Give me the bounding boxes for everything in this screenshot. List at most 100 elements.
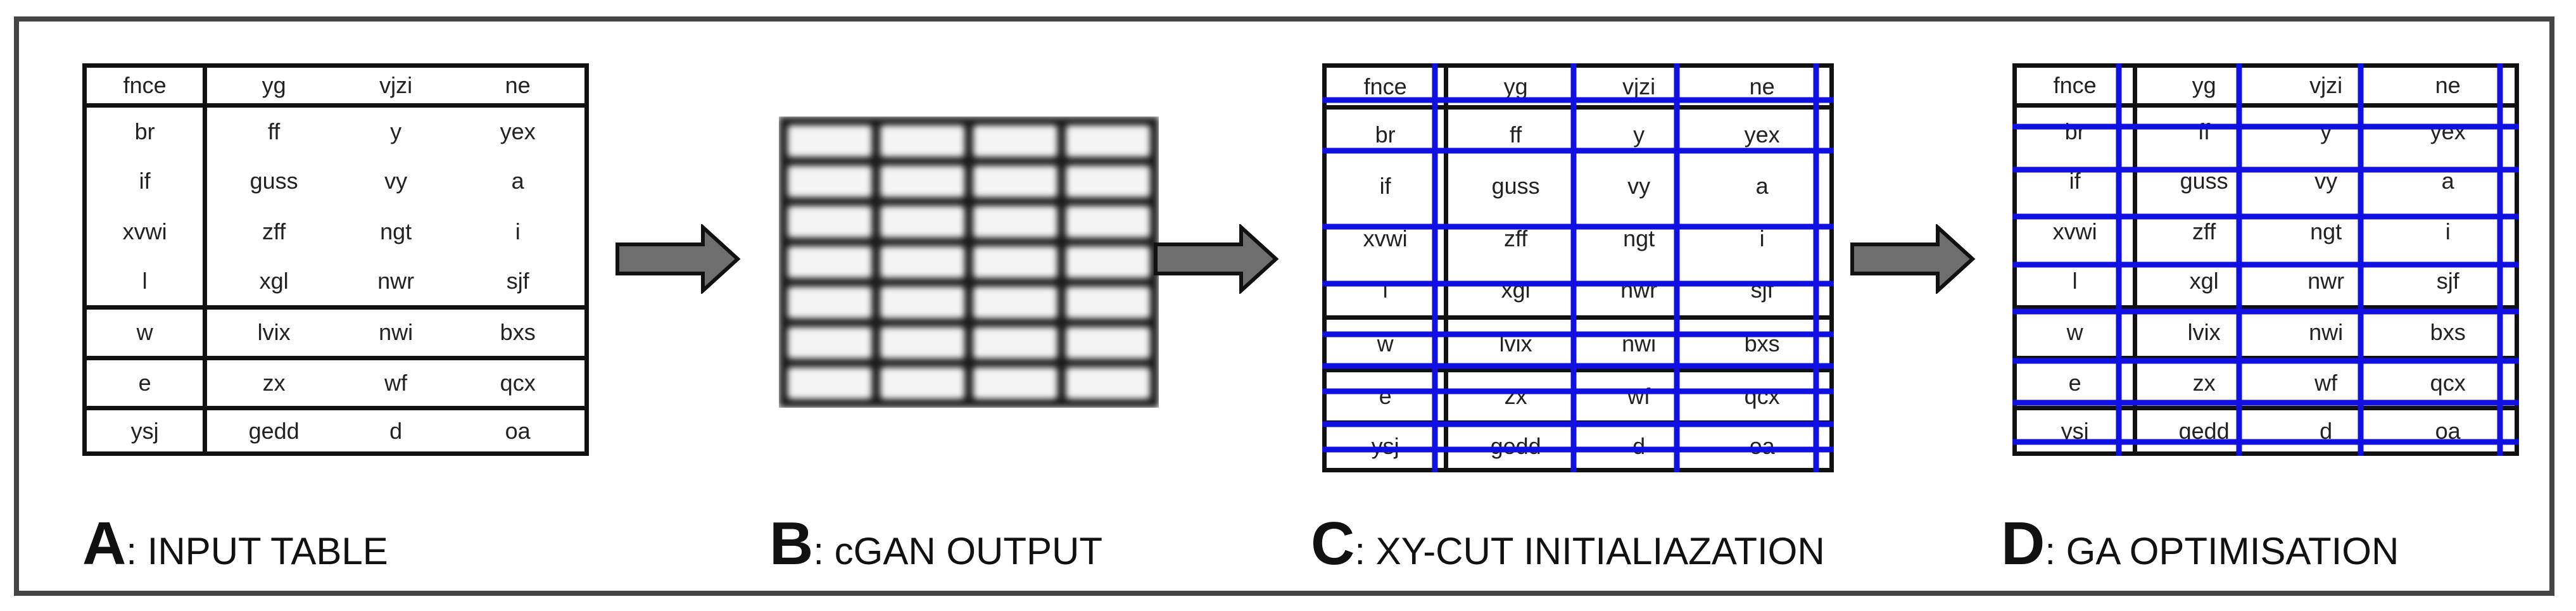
table-cell: ne — [2381, 65, 2517, 108]
table-cell: a — [1755, 173, 1769, 199]
table-cell: if — [1324, 160, 1449, 213]
ga-overlay — [2012, 63, 2519, 456]
table-cell: zx — [205, 358, 341, 411]
table-cell: gedd — [248, 417, 300, 444]
table-cell: zff — [1503, 225, 1528, 252]
table-cell: guss — [249, 168, 298, 194]
cgan-cell-block — [788, 286, 872, 318]
arrow-right-icon — [1850, 224, 1976, 294]
cgan-cell-block — [973, 367, 1058, 399]
cgan-cell-block — [788, 327, 872, 359]
table-cell: vy — [384, 168, 408, 194]
cgan-cell-block — [1066, 125, 1150, 157]
table-cell: ysj — [1324, 422, 1449, 470]
table-cell: bxs — [2381, 307, 2517, 360]
table-cell: w — [84, 307, 208, 360]
table-cell: l — [84, 256, 208, 310]
caption-text: : XY-CUT INITIALIAZATION — [1354, 530, 1825, 572]
table-cell: sjf — [1695, 265, 1832, 320]
table-cell: e — [1324, 370, 1449, 425]
cgan-cell-block — [788, 246, 872, 278]
table-cell: y — [390, 118, 402, 145]
caption-text: : INPUT TABLE — [126, 530, 388, 572]
cgan-cell-block — [973, 286, 1058, 318]
table-cell: d — [1632, 433, 1646, 460]
table-row: if guss vy a — [1324, 160, 1832, 213]
cgan-cell-block — [880, 125, 964, 157]
caption-letter: B — [769, 510, 814, 577]
table-cell: guss — [1491, 173, 1540, 199]
table-cell: zff — [262, 218, 286, 245]
table-cell: i — [1759, 225, 1765, 252]
table-cell: ngt — [1623, 225, 1655, 252]
table-cell: oa — [1749, 433, 1775, 460]
table-cell: sjf — [451, 256, 587, 310]
cgan-cell-block — [788, 125, 872, 157]
cgan-cell-block — [973, 206, 1058, 238]
table-cell: oa — [505, 417, 531, 444]
table-cell: a — [511, 168, 524, 194]
table-cell: zff — [2192, 218, 2216, 245]
table-cell: qcx — [1695, 370, 1832, 425]
arrow-right-icon — [1154, 224, 1279, 294]
table-cell: lvix — [2135, 307, 2271, 360]
caption-letter: A — [82, 510, 127, 577]
table-cell: vjzi — [340, 65, 451, 108]
table-cell: i — [515, 218, 521, 245]
cgan-cell-block — [1066, 246, 1150, 278]
table-cell: if — [84, 156, 208, 207]
cgan-cell-block — [788, 367, 872, 399]
table-cell: xgl — [1446, 265, 1583, 320]
table-cell: nwr — [340, 256, 451, 310]
table-cell: yex — [2430, 118, 2466, 145]
cgan-cell-block — [973, 246, 1058, 278]
arrow-right-icon — [616, 224, 741, 294]
cgan-cell-block — [973, 165, 1058, 198]
table-cell: gedd — [1490, 433, 1541, 460]
table-row: ysj gedd d oa — [1324, 422, 1832, 470]
table-cell: ysj — [84, 408, 208, 454]
table-cell: ff — [1509, 121, 1522, 148]
cgan-cell-block — [880, 367, 964, 399]
cgan-cell-block — [973, 327, 1058, 359]
table-cell: yg — [2135, 65, 2271, 108]
table-cell: ff — [267, 118, 281, 145]
table-cell: yex — [1744, 121, 1780, 148]
cgan-cell-block — [880, 246, 964, 278]
cgan-cell-block — [973, 125, 1058, 157]
caption-b: B : cGAN OUTPUT — [769, 509, 1102, 577]
table-cell: yg — [205, 65, 341, 108]
table-cell: d — [2320, 417, 2333, 444]
table-cell: l — [1324, 265, 1449, 320]
table-cell: fnce — [84, 65, 208, 108]
caption-a: A : INPUT TABLE — [82, 509, 388, 577]
table-cell: i — [2445, 218, 2451, 245]
cgan-cell-block — [880, 286, 964, 318]
cgan-cell-block — [1066, 165, 1150, 198]
caption-c: C : XY-CUT INITIALIAZATION — [1311, 509, 1825, 577]
cgan-cell-block — [1066, 206, 1150, 238]
table-cell: vy — [1627, 173, 1651, 199]
table-cell: e — [84, 358, 208, 411]
table-cell: lvix — [205, 307, 341, 360]
cgan-cell-block — [880, 206, 964, 238]
cgan-cell-block — [788, 206, 872, 238]
table-cell: xgl — [205, 256, 341, 310]
table-cell: ngt — [2310, 218, 2342, 245]
table-cell: ne — [451, 65, 587, 108]
caption-letter: D — [2001, 510, 2045, 577]
table-cell: yex — [500, 118, 536, 145]
cgan-cell-block — [1066, 367, 1150, 399]
table-cell: qcx — [451, 358, 587, 411]
